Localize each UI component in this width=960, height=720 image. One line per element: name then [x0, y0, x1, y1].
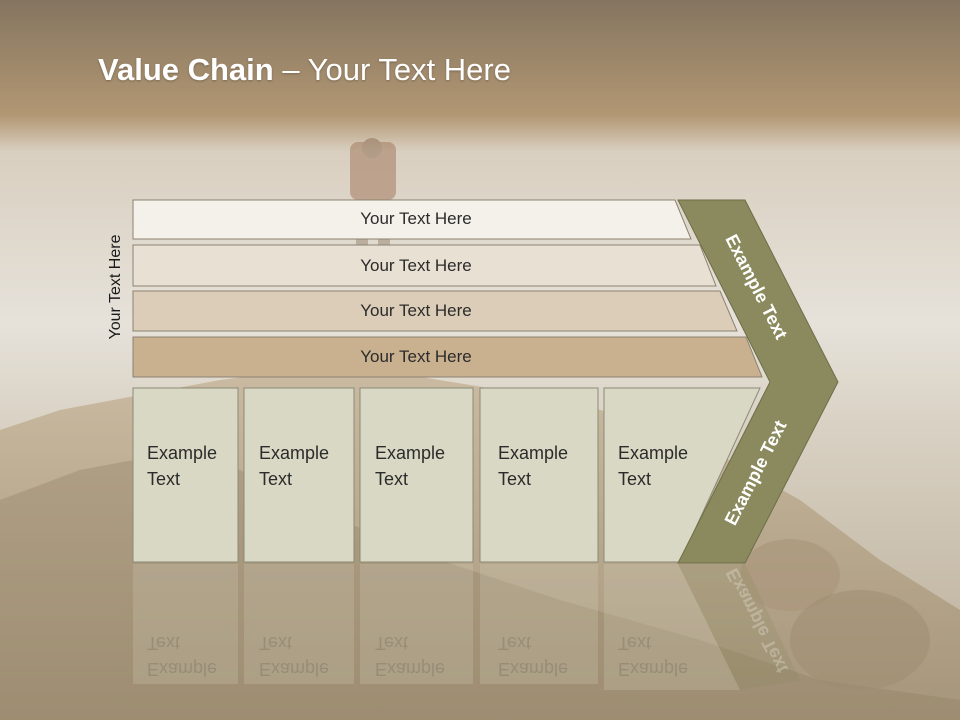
band-label-2: Your Text Here: [360, 256, 472, 275]
activity-label-1: Example Text: [147, 443, 218, 489]
support-band-3: [132, 290, 738, 332]
activity-label-4: Example Text: [498, 443, 569, 489]
reflection-label-1: Example Text: [147, 633, 218, 679]
activity-label-3: Example Text: [375, 443, 446, 489]
reflection-label-2: Example Text: [259, 633, 330, 679]
band-label-4: Your Text Here: [360, 347, 472, 366]
support-band-2: [132, 244, 717, 287]
slide-title: Value Chain – Your Text Here: [98, 52, 511, 87]
band-label-3: Your Text Here: [360, 301, 472, 320]
activity-label-5: Example Text: [618, 443, 689, 489]
activity-box-2: [243, 387, 355, 563]
reflection: [133, 564, 800, 690]
activity-box-4: [479, 387, 599, 563]
activity-box-1: [132, 387, 239, 563]
support-band-1: [132, 199, 692, 240]
activity-box-3: [359, 387, 474, 563]
reflection-label-3: Example Text: [375, 633, 446, 679]
reflection-label-5: Example Text: [618, 633, 689, 679]
activity-label-2: Example Text: [259, 443, 330, 489]
margin-chevron: [677, 199, 839, 564]
band-label-1: Your Text Here: [360, 209, 472, 228]
reflection-label-4: Example Text: [498, 633, 569, 679]
support-band-4: [132, 336, 763, 378]
